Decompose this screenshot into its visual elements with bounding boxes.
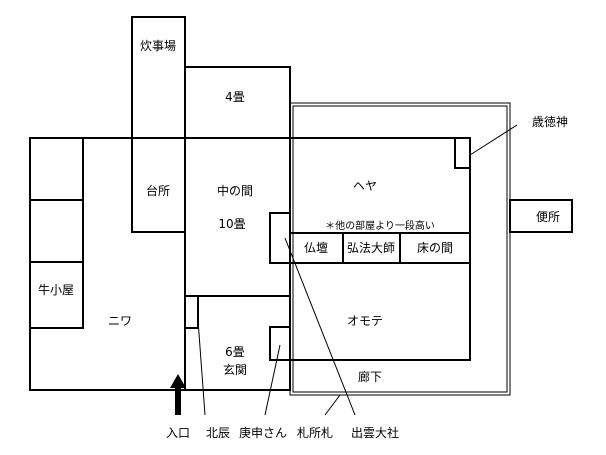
genkan-notch-left xyxy=(184,295,199,329)
label-kitchen-hearth: 炊事場 xyxy=(140,39,176,53)
label-kobo-daishi: 弘法大師 xyxy=(347,241,395,255)
heya-notch xyxy=(269,212,291,264)
label-four-mat: 4畳 xyxy=(225,90,245,104)
label-naka-no-ma: 中の間 xyxy=(217,183,253,198)
label-tokonoma: 床の間 xyxy=(417,241,453,255)
label-omote: オモテ xyxy=(347,314,383,328)
label-izumo: 出雲大社 xyxy=(351,425,399,440)
toilet-room xyxy=(509,199,573,233)
pointer-saitoku xyxy=(469,124,518,156)
label-ten-mat: 10畳 xyxy=(218,217,245,231)
label-heya: ヘヤ xyxy=(353,179,377,193)
four-mat-room xyxy=(184,66,291,139)
label-toilet: 便所 xyxy=(536,210,560,224)
label-entrance: 入口 xyxy=(166,426,190,440)
pointer-koshin xyxy=(264,344,281,416)
label-genkan: 玄関 xyxy=(223,362,247,377)
niwa-area-wall xyxy=(29,137,186,391)
label-corridor: 廊下 xyxy=(358,369,382,384)
veranda-inner-line xyxy=(292,105,508,393)
label-butsudan: 仏壇 xyxy=(304,240,328,255)
cow-shed-column xyxy=(29,137,84,329)
label-niwa: ニワ xyxy=(108,314,132,328)
label-raised-note: ＊他の部屋より一段高い xyxy=(325,219,435,232)
main-house-wall xyxy=(185,137,471,391)
label-cow-shed: 牛小屋 xyxy=(38,282,74,297)
pointer-fudasho xyxy=(324,394,341,416)
genkan-notch-right xyxy=(269,326,291,361)
pointer-kitashin xyxy=(197,319,206,416)
entrance-arrow-head xyxy=(170,374,186,388)
label-koshin: 庚申さん xyxy=(239,425,287,440)
label-fudasho: 札所札 xyxy=(297,426,333,440)
saitoku-shrine-box xyxy=(454,137,471,169)
label-saitoku-shrine: 歳徳神 xyxy=(532,114,568,129)
label-kitashin: 北辰 xyxy=(206,426,230,440)
label-kitchen: 台所 xyxy=(146,183,170,198)
pointer-izumo xyxy=(284,237,356,416)
label-six-mat: 6畳 xyxy=(225,345,245,359)
